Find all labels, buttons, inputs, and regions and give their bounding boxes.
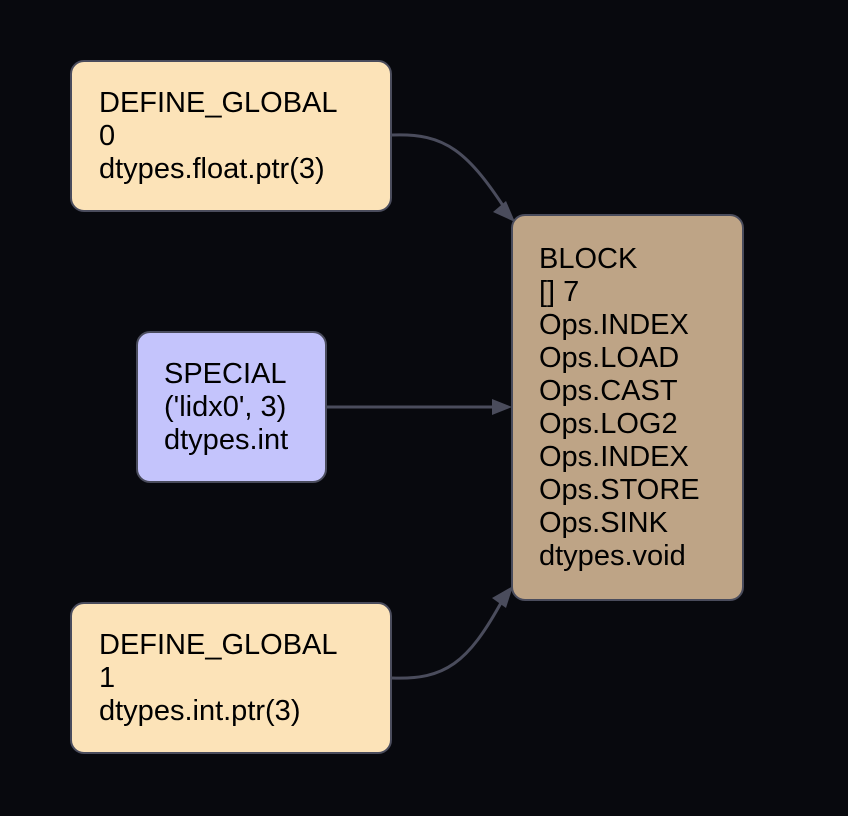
- edge-define-global-0-to-block: [391, 133, 513, 219]
- node-block-line-3: Ops.INDEX: [539, 308, 689, 341]
- node-define-global-0-line-3: dtypes.float.ptr(3): [99, 152, 325, 185]
- edge-special-arrowhead: [492, 399, 512, 415]
- node-define-global-0: DEFINE_GLOBAL 0 dtypes.float.ptr(3): [70, 60, 392, 212]
- node-block-line-9: Ops.SINK: [539, 506, 668, 539]
- node-block-line-2: [] 7: [539, 275, 580, 308]
- node-special-line-2: ('lidx0', 3): [164, 390, 287, 423]
- node-block-line-6: Ops.LOG2: [539, 407, 678, 440]
- node-block-line-7: Ops.INDEX: [539, 440, 689, 473]
- node-define-global-1: DEFINE_GLOBAL 1 dtypes.int.ptr(3): [70, 602, 392, 754]
- node-define-global-1-line-3: dtypes.int.ptr(3): [99, 694, 301, 727]
- node-define-global-0-line-2: 0: [99, 119, 116, 152]
- node-special-line-1: SPECIAL: [164, 357, 287, 390]
- node-special: SPECIAL ('lidx0', 3) dtypes.int: [136, 331, 327, 483]
- node-block: BLOCK [] 7 Ops.INDEX Ops.LOAD Ops.CAST O…: [511, 214, 744, 601]
- node-block-line-5: Ops.CAST: [539, 374, 678, 407]
- node-define-global-1-line-1: DEFINE_GLOBAL: [99, 628, 338, 661]
- edge-define-global-0-arrowhead: [493, 201, 515, 222]
- node-define-global-0-line-1: DEFINE_GLOBAL: [99, 86, 338, 119]
- node-block-line-4: Ops.LOAD: [539, 341, 680, 374]
- node-block-line-8: Ops.STORE: [539, 473, 700, 506]
- node-block-line-1: BLOCK: [539, 242, 638, 275]
- node-block-line-10: dtypes.void: [539, 539, 686, 572]
- node-define-global-1-line-2: 1: [99, 661, 116, 694]
- node-special-line-3: dtypes.int: [164, 423, 289, 456]
- edge-define-global-1-to-block: [391, 600, 504, 680]
- edge-define-global-1-arrowhead: [492, 586, 513, 608]
